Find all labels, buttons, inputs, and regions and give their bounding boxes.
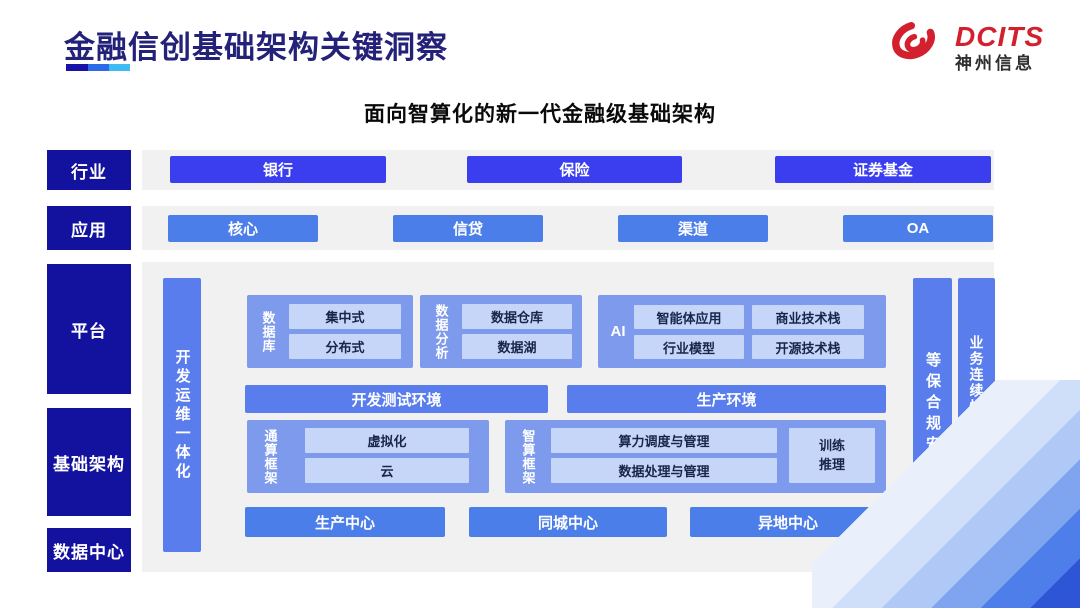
prod-env-bar: 生产环境 bbox=[567, 385, 886, 413]
underline-segment-dark bbox=[66, 64, 88, 71]
underline-segment-mid bbox=[88, 64, 109, 71]
application-band: 核心 信贷 渠道 OA bbox=[142, 206, 994, 250]
red-swirl-icon bbox=[885, 18, 947, 77]
intelligent-compute-dataprocessing: 数据处理与管理 bbox=[551, 458, 777, 483]
industry-box-bank: 银行 bbox=[170, 156, 386, 183]
center-production: 生产中心 bbox=[245, 507, 445, 537]
general-compute-virtualization: 虚拟化 bbox=[305, 428, 469, 453]
diagram-title: 面向智算化的新一代金融级基础架构 bbox=[364, 103, 716, 126]
ai-group: AI 智能体应用 商业技术栈 行业模型 开源技术栈 bbox=[598, 295, 886, 368]
devops-vertical-bar: 开发运维一体化 bbox=[163, 278, 201, 552]
app-box-channel: 渠道 bbox=[618, 215, 768, 242]
app-box-oa: OA bbox=[843, 215, 993, 242]
title-underline bbox=[66, 64, 130, 71]
continuity-vertical-bar: 业务连续性及数据保护 bbox=[958, 278, 995, 552]
app-box-credit: 信贷 bbox=[393, 215, 543, 242]
database-item-distributed: 分布式 bbox=[289, 334, 401, 359]
analytics-group-label: 数据分析 bbox=[433, 303, 449, 360]
general-compute-cloud: 云 bbox=[305, 458, 469, 483]
ai-item-agent-app: 智能体应用 bbox=[634, 305, 744, 329]
general-compute-label: 通算框架 bbox=[262, 428, 278, 485]
ai-group-label: AI bbox=[610, 323, 626, 340]
analytics-item-lake: 数据湖 bbox=[462, 334, 572, 359]
intelligent-compute-label: 智算框架 bbox=[520, 428, 536, 485]
security-vertical-bar-label: 等保合规安全 bbox=[924, 352, 941, 478]
security-vertical-bar: 等保合规安全 bbox=[913, 278, 952, 552]
intelligent-compute-group: 智算框架 算力调度与管理 数据处理与管理 训练 推理 bbox=[505, 420, 886, 493]
page-title: 金融信创基础架构关键洞察 bbox=[64, 30, 448, 65]
general-compute-group: 通算框架 虚拟化 云 bbox=[247, 420, 489, 493]
underline-segment-light bbox=[109, 64, 130, 71]
database-item-centralized: 集中式 bbox=[289, 304, 401, 329]
app-box-core: 核心 bbox=[168, 215, 318, 242]
row-label-application: 应用 bbox=[47, 206, 131, 250]
database-group-label: 数据库 bbox=[260, 310, 276, 353]
logo-brand-text: DCITS bbox=[955, 21, 1044, 52]
continuity-vertical-bar-label: 业务连续性及数据保护 bbox=[968, 335, 985, 495]
row-label-industry: 行业 bbox=[47, 150, 131, 190]
row-label-infrastructure: 基础架构 bbox=[47, 408, 131, 516]
logo-company-text: 神州信息 bbox=[955, 54, 1035, 73]
devtest-env-bar: 开发测试环境 bbox=[245, 385, 548, 413]
analytics-group: 数据分析 数据仓库 数据湖 bbox=[420, 295, 582, 368]
intelligent-compute-train-infer: 训练 推理 bbox=[789, 428, 875, 483]
industry-box-securities: 证券基金 bbox=[775, 156, 991, 183]
database-group: 数据库 集中式 分布式 bbox=[247, 295, 413, 368]
center-remote: 异地中心 bbox=[690, 507, 886, 537]
ai-item-industry-model: 行业模型 bbox=[634, 335, 744, 359]
intelligent-compute-scheduling: 算力调度与管理 bbox=[551, 428, 777, 453]
ai-item-opensource-stack: 开源技术栈 bbox=[752, 335, 864, 359]
industry-box-insurance: 保险 bbox=[467, 156, 682, 183]
analytics-item-warehouse: 数据仓库 bbox=[462, 304, 572, 329]
ai-item-commercial-stack: 商业技术栈 bbox=[752, 305, 864, 329]
row-label-platform: 平台 bbox=[47, 264, 131, 394]
industry-band: 银行 保险 证券基金 bbox=[142, 150, 994, 190]
devops-vertical-bar-label: 开发运维一体化 bbox=[173, 348, 191, 482]
row-label-datacenter: 数据中心 bbox=[47, 528, 131, 572]
center-samecity: 同城中心 bbox=[469, 507, 667, 537]
company-logo: DCITS 神州信息 bbox=[885, 18, 1044, 77]
platform-band: 开发运维一体化 数据库 集中式 分布式 数据分析 数据仓库 数据湖 AI 智能体… bbox=[142, 262, 995, 572]
